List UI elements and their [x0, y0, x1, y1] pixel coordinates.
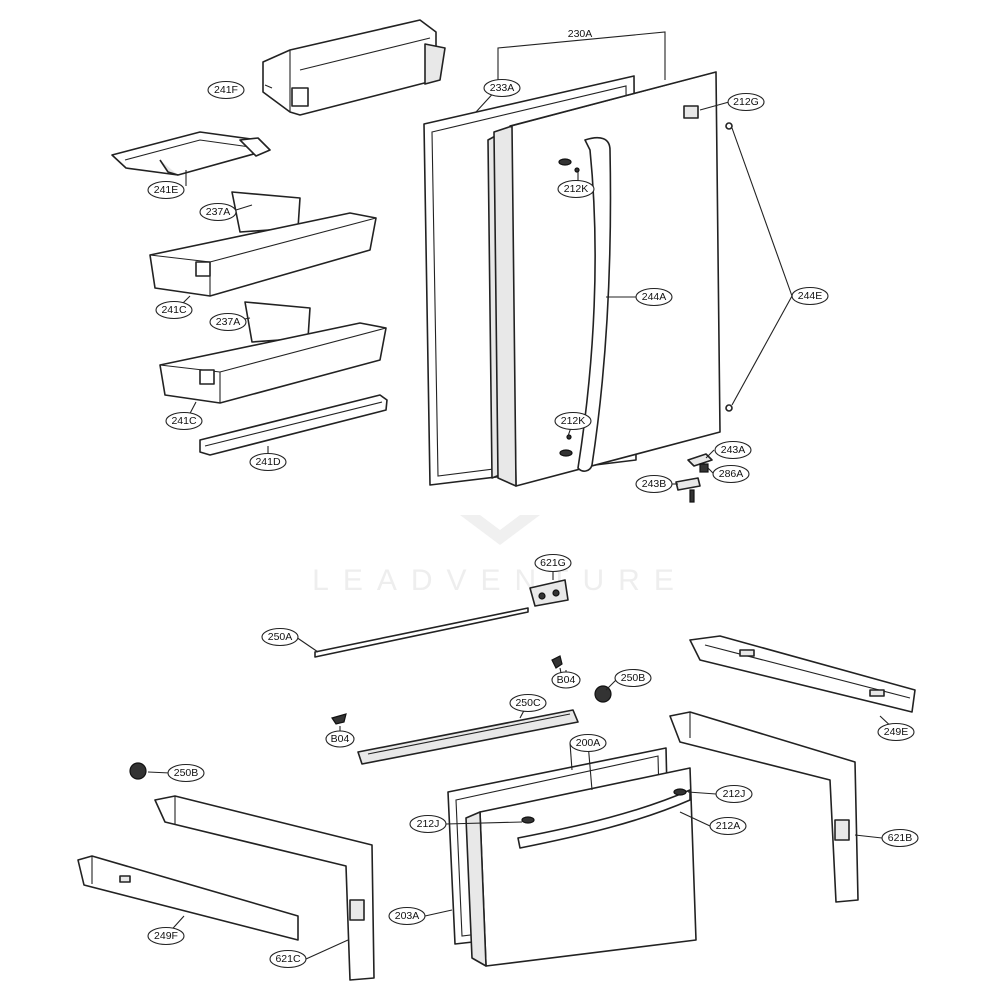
svg-text:212K: 212K	[561, 415, 586, 427]
svg-text:233A: 233A	[490, 82, 515, 94]
svg-text:621G: 621G	[540, 557, 566, 569]
display-212G	[683, 105, 699, 119]
svg-text:200A: 200A	[576, 737, 601, 749]
svg-text:212J: 212J	[417, 818, 440, 830]
callout-621G: 621G	[534, 553, 572, 573]
bracket-621B	[669, 711, 859, 903]
knob-250B-left	[129, 762, 147, 780]
callout-249F: 249F	[147, 926, 185, 946]
svg-text:212K: 212K	[564, 183, 589, 195]
callout-200A: 200A	[569, 733, 607, 753]
callout-241C-top: 241C	[155, 300, 193, 320]
svg-text:241D: 241D	[255, 456, 281, 468]
callout-237A-top: 237A	[199, 202, 237, 222]
slide-rail-249E	[689, 635, 916, 713]
callout-241C-bottom: 241C	[165, 411, 203, 431]
svg-text:250C: 250C	[515, 697, 541, 709]
svg-text:241F: 241F	[214, 84, 238, 96]
callout-243A: 243A	[714, 440, 752, 460]
callout-250B-right: 250B	[614, 668, 652, 688]
screw-B04-top	[551, 655, 563, 679]
callout-286A: 286A	[712, 464, 750, 484]
callout-621B: 621B	[881, 828, 919, 848]
callout-241D: 241D	[249, 452, 287, 472]
svg-text:243A: 243A	[721, 444, 746, 456]
callout-250B-left: 250B	[167, 763, 205, 783]
svg-text:212G: 212G	[733, 96, 759, 108]
rod-250A	[314, 607, 529, 658]
svg-text:249E: 249E	[884, 726, 909, 738]
callout-212K-bottom: 212K	[554, 411, 592, 431]
callout-241E: 241E	[147, 180, 185, 200]
drawer-handle-212A	[517, 789, 691, 849]
svg-text:241C: 241C	[161, 304, 187, 316]
svg-text:621C: 621C	[275, 953, 301, 965]
callout-212J-right: 212J	[715, 784, 753, 804]
watermark-text: LEADVENTURE	[312, 564, 688, 597]
callout-237A-bottom: 237A	[209, 312, 247, 332]
slide-rail-249F	[77, 855, 299, 941]
callout-212K-top: 212K	[557, 179, 595, 199]
callout-212A: 212A	[709, 816, 747, 836]
callout-250C: 250C	[509, 693, 547, 713]
door-panel-230A	[493, 71, 721, 487]
callout-212G: 212G	[727, 92, 765, 112]
svg-text:250B: 250B	[174, 767, 199, 779]
svg-text:241E: 241E	[154, 184, 179, 196]
label-230A: 230A	[568, 28, 593, 40]
callout-B04-left: B04	[325, 730, 355, 748]
bin-241F	[262, 19, 446, 116]
svg-text:621B: 621B	[888, 832, 913, 844]
callout-241F: 241F	[207, 80, 245, 100]
callout-250A: 250A	[261, 627, 299, 647]
callout-243B: 243B	[635, 474, 673, 494]
callout-244A: 244A	[635, 287, 673, 307]
svg-text:250B: 250B	[621, 672, 646, 684]
watermark: LEADVENTURE	[312, 515, 688, 597]
bracket-621G	[529, 579, 569, 607]
callout-212J-left: 212J	[409, 814, 447, 834]
door-handle-244A	[577, 136, 612, 472]
rail-250C	[357, 709, 579, 765]
svg-text:237A: 237A	[206, 206, 231, 218]
bin-241C-bottom	[159, 301, 387, 404]
bar-241D	[199, 394, 388, 456]
svg-text:237A: 237A	[216, 316, 241, 328]
bin-241E	[111, 131, 271, 176]
screws-212K	[558, 158, 580, 457]
callout-233A: 233A	[483, 78, 521, 98]
svg-text:243B: 243B	[642, 478, 667, 490]
pins-244E	[725, 122, 733, 412]
bracket-621C	[154, 795, 375, 981]
svg-text:B04: B04	[331, 733, 350, 745]
knob-250B-right	[594, 685, 612, 703]
svg-text:212A: 212A	[716, 820, 741, 832]
callout-621C: 621C	[269, 949, 307, 969]
screw-B04-left	[331, 713, 347, 725]
svg-text:212J: 212J	[723, 788, 746, 800]
callout-203A: 203A	[388, 906, 426, 926]
svg-text:B04: B04	[557, 674, 576, 686]
callout-244E: 244E	[791, 286, 829, 306]
svg-text:244A: 244A	[642, 291, 667, 303]
svg-text:286A: 286A	[719, 468, 744, 480]
clips-212J	[521, 788, 687, 824]
callout-249E: 249E	[877, 722, 915, 742]
callout-B04-top: B04	[551, 671, 581, 689]
hinge-parts-243	[675, 453, 713, 503]
bin-241C-top	[149, 191, 377, 297]
svg-text:203A: 203A	[395, 910, 420, 922]
svg-text:244E: 244E	[798, 290, 823, 302]
svg-text:250A: 250A	[268, 631, 293, 643]
svg-text:241C: 241C	[171, 415, 197, 427]
svg-text:249F: 249F	[154, 930, 178, 942]
